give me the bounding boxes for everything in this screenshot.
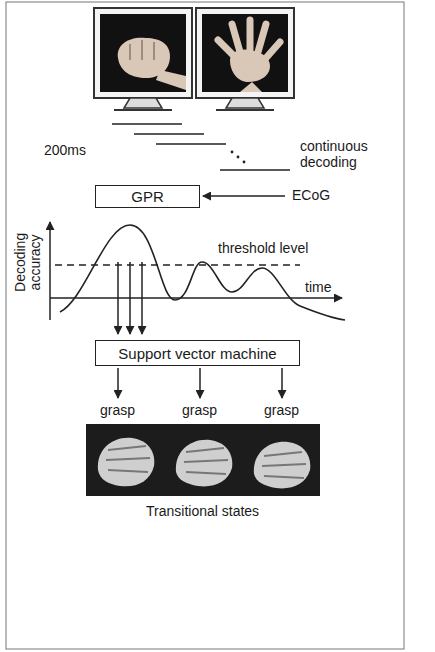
output-arrows [118,368,282,398]
decoding-windows [112,124,290,170]
ellipsis-dots [231,151,246,164]
threshold-label: threshold level [218,240,308,256]
monitor-fist [94,8,192,110]
process-note: continuous decoding [300,138,392,170]
process-box: Support vector machine [95,340,300,366]
accuracy-graph [50,222,345,334]
robot-hand-photos [86,424,320,496]
output-label: grasp [264,402,299,418]
time-window: 200ms [44,142,86,158]
axis-label: time [305,279,331,295]
caption-label: Transitional states [146,503,259,519]
output-label: grasp [100,402,135,418]
input-arrow [203,195,285,197]
panel-frame [6,2,404,649]
box-label: Support vector machine [118,345,276,362]
box-label: GPR [131,188,164,205]
axis-label: Decoding accuracy [13,228,44,296]
output-label: grasp [182,402,217,418]
process-box: GPR [95,185,200,208]
monitor-open-hand [196,8,294,110]
signal-name: ECoG [292,187,330,203]
